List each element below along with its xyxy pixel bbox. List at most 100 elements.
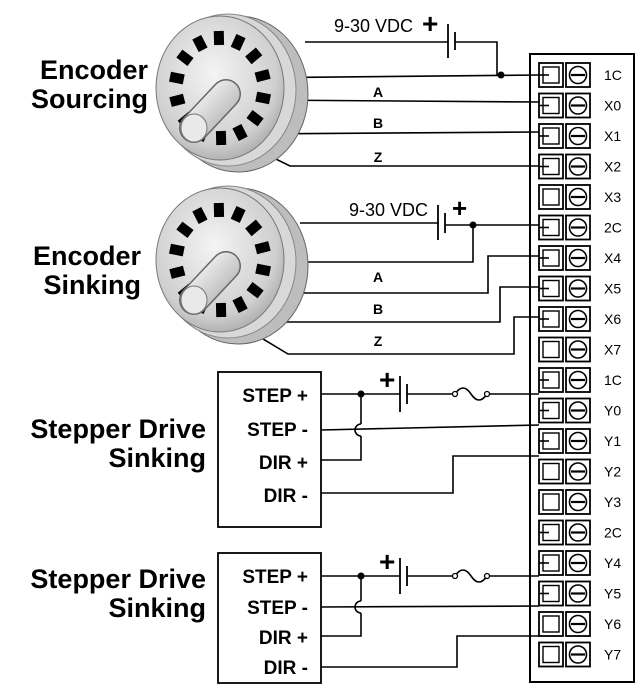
terminal-label: X6 (604, 311, 621, 327)
terminal-x4[interactable]: X4 (538, 245, 621, 271)
encoder-sourcing-supply-label: 9-30 VDC (334, 16, 413, 36)
stepper-1-title: Stepper Drive Sinking (6, 415, 206, 473)
terminal-label: X1 (604, 128, 621, 144)
terminal-1c[interactable]: 1C (538, 367, 622, 393)
encoder-sinking-wiring (230, 205, 539, 355)
encoder-slot (215, 130, 227, 146)
encoder-slot (192, 34, 208, 53)
stepper-2-wiring (320, 558, 540, 668)
encoder-sourcing-channel-b: B (373, 115, 383, 131)
stepper-2-step-minus: STEP - (247, 598, 308, 619)
stepper-2-plus: + (379, 546, 395, 577)
terminal-x7[interactable]: X7 (538, 336, 621, 363)
stepper-1-step-plus: STEP + (242, 386, 308, 407)
terminal-label: X4 (604, 250, 621, 266)
encoder-sourcing-title-line2: Sourcing (30, 84, 148, 114)
encoder-sinking-channel-z: Z (374, 333, 383, 349)
encoder-sourcing-channel-a: A (373, 84, 383, 100)
terminal-2c[interactable]: 2C (538, 214, 622, 241)
terminal-x1[interactable]: X1 (538, 123, 621, 149)
encoder-slot (232, 295, 248, 314)
terminal-label: 1C (604, 67, 622, 83)
terminal-label: Y2 (604, 464, 621, 480)
terminal-y5[interactable]: Y5 (538, 580, 621, 607)
encoder-slot (245, 219, 263, 237)
terminal-y6[interactable]: Y6 (538, 611, 621, 637)
stepper-2-title: Stepper Drive Sinking (6, 565, 206, 623)
terminal-label: X5 (604, 281, 621, 297)
stepper-1-plus: + (379, 364, 395, 395)
encoder-sourcing-icon (155, 13, 309, 173)
stepper-2-title-line2: Sinking (108, 593, 206, 623)
encoder-slot (176, 221, 194, 239)
encoder-slot (230, 205, 246, 223)
terminal-x5[interactable]: X5 (538, 275, 621, 302)
terminal-y2[interactable]: Y2 (538, 458, 621, 485)
terminal-clamp-inner (542, 615, 560, 633)
terminal-label: Y4 (604, 555, 621, 571)
terminal-y7[interactable]: Y7 (538, 641, 621, 668)
terminal-1c[interactable]: 1C (538, 62, 622, 88)
encoder-slot (254, 241, 271, 255)
terminal-clamp-inner (542, 462, 560, 481)
terminal-x3[interactable]: X3 (538, 184, 621, 210)
encoder-slot (169, 71, 185, 85)
encoder-shaft-end (180, 113, 208, 143)
terminal-y4[interactable]: Y4 (538, 550, 621, 576)
terminal-x0[interactable]: X0 (538, 92, 621, 119)
terminal-clamp-inner (542, 493, 560, 511)
encoder-sinking-title-line1: Encoder (32, 241, 141, 271)
stepper-1-wiring (320, 376, 540, 494)
encoder-slot (213, 30, 225, 46)
terminal-label: X3 (604, 189, 621, 205)
encoder-slot (192, 206, 208, 225)
encoder-slot (230, 33, 246, 51)
stepper-2-dir-minus: DIR - (264, 658, 308, 679)
terminal-label: Y1 (604, 433, 621, 449)
encoder-sinking-channel-a: A (373, 269, 383, 285)
terminal-label: Y5 (604, 586, 621, 602)
encoder-slot (246, 281, 264, 299)
stepper-1-dir-plus: DIR + (259, 453, 308, 474)
terminal-y1[interactable]: Y1 (538, 428, 621, 454)
terminal-label: X2 (604, 159, 621, 175)
encoder-sourcing-channel-z: Z (374, 149, 383, 165)
terminal-label: X0 (604, 98, 621, 114)
encoder-slot (213, 202, 225, 218)
encoder-sinking-icon (155, 185, 309, 345)
terminal-label: 2C (604, 525, 622, 541)
stepper-2-box (217, 552, 322, 684)
encoder-slot (255, 263, 271, 277)
encoder-slot (176, 49, 194, 67)
terminal-x2[interactable]: X2 (538, 153, 621, 180)
encoder-sourcing-title: Encoder Sourcing (30, 56, 148, 114)
encoder-sourcing-title-line1: Encoder (39, 55, 148, 85)
terminal-label: X7 (604, 342, 621, 358)
encoder-shaft-end (180, 285, 208, 315)
terminal-label: Y7 (604, 647, 621, 663)
stepper-1-dir-minus: DIR - (264, 486, 308, 507)
encoder-slot (254, 69, 271, 83)
encoder-sourcing-plus: + (422, 8, 438, 39)
terminal-x6[interactable]: X6 (538, 306, 621, 332)
encoder-slot (246, 109, 264, 127)
encoder-sinking-channel-b: B (373, 301, 383, 317)
terminal-label: Y3 (604, 494, 621, 510)
terminal-label: Y6 (604, 616, 621, 632)
encoder-sinking-supply-label: 9-30 VDC (349, 200, 428, 220)
terminal-y3[interactable]: Y3 (538, 489, 621, 515)
terminal-label: Y0 (604, 403, 621, 419)
terminal-label: 1C (604, 372, 622, 388)
terminal-clamp-inner (542, 188, 560, 206)
encoder-slot (169, 243, 185, 257)
terminal-2c[interactable]: 2C (538, 519, 622, 546)
terminal-y0[interactable]: Y0 (538, 397, 621, 424)
encoder-slot (169, 93, 186, 107)
encoder-sinking-plus: + (452, 193, 467, 223)
encoder-slot (215, 302, 227, 318)
stepper-1-box (217, 371, 322, 528)
encoder-slot (245, 47, 263, 65)
stepper-1-title-line1: Stepper Drive (30, 414, 206, 444)
